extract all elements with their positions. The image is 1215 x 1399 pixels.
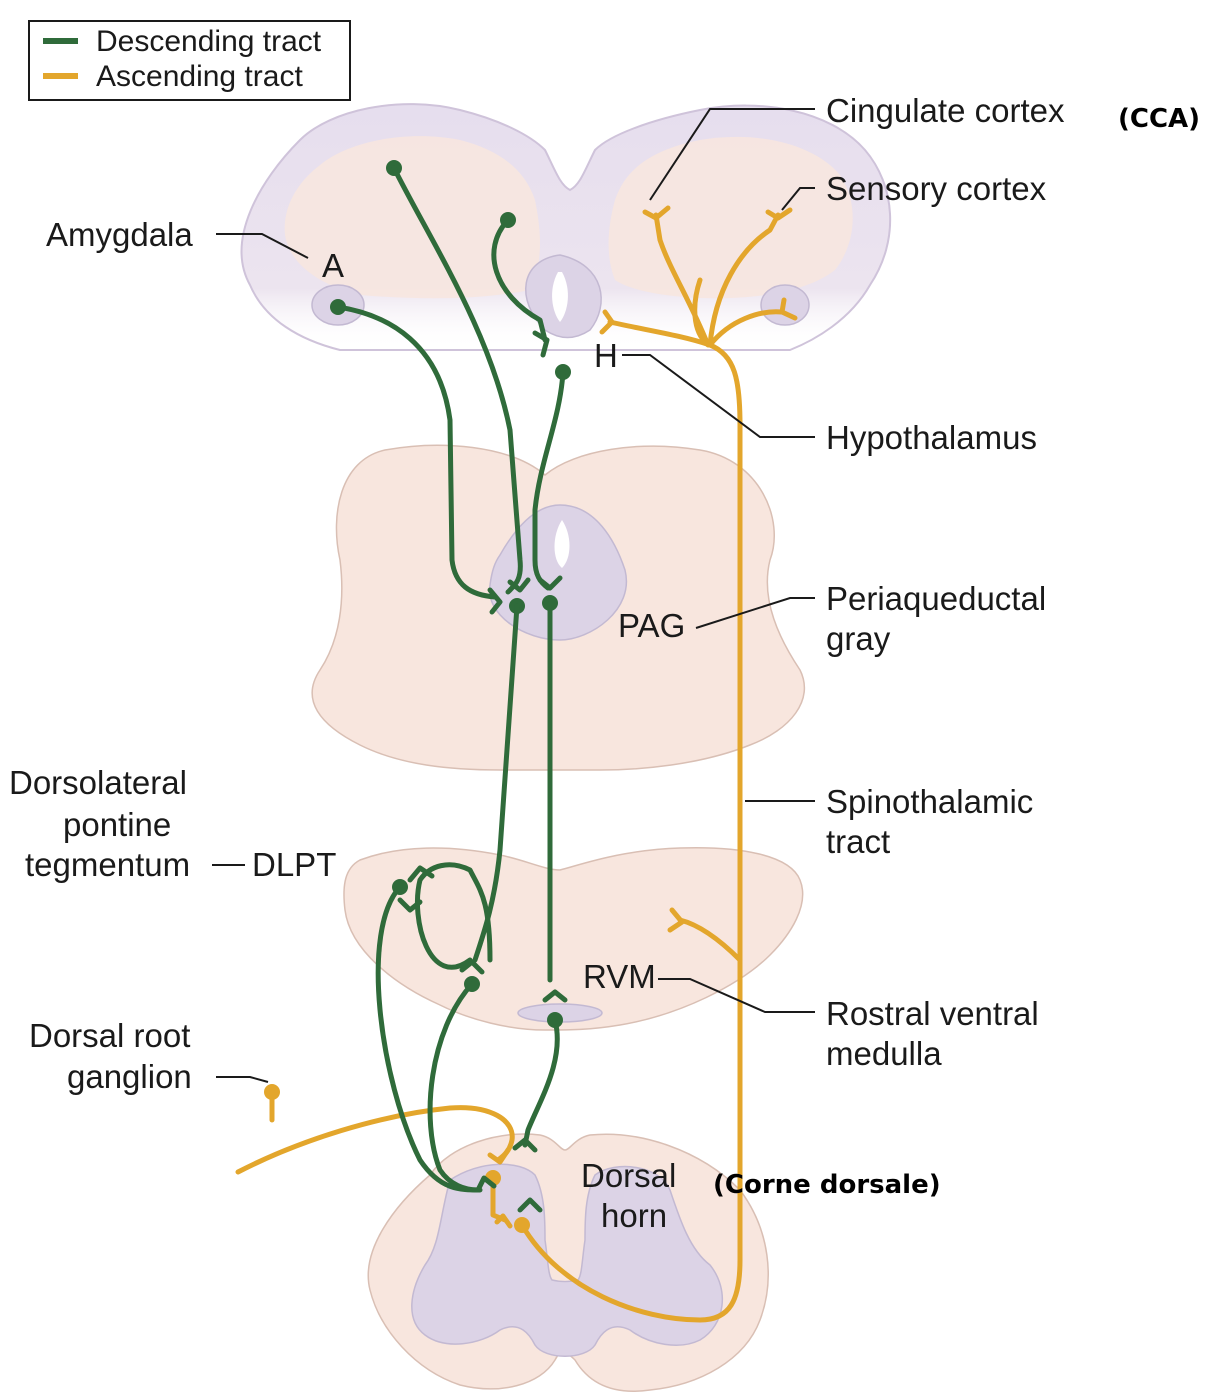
label-pag: PAG [618,607,685,644]
label-cca: (CCA) [1118,104,1200,134]
label-cingulate-cortex: Cingulate cortex [826,92,1065,129]
spinal-neuron-body [514,1217,530,1233]
legend-descending-label: Descending tract [96,25,322,58]
label-sensory-cortex: Sensory cortex [826,170,1047,207]
label-hypothalamus: Hypothalamus [826,419,1037,456]
label-rostral-ventral: Rostral ventral [826,995,1039,1032]
label-drg-line1: Dorsal root [29,1017,190,1054]
label-dorsal-horn-line2: horn [601,1197,667,1234]
label-drg-line2: ganglion [67,1058,192,1095]
legend-ascending-label: Ascending tract [96,60,303,93]
label-a: A [322,247,344,284]
label-dorsal-horn-line1: Dorsal [581,1157,676,1194]
label-periaqueductal-gray: gray [826,620,891,657]
legend: Descending tract Ascending tract [29,21,350,100]
label-h: H [594,337,618,374]
label-spinothalamic-tract: tract [826,823,890,860]
label-dlpt-line2: pontine [63,806,171,843]
label-amygdala: Amygdala [46,216,193,253]
label-corne-dorsale: (Corne dorsale) [713,1170,941,1200]
label-periaqueductal: Periaqueductal [826,580,1046,617]
label-dlpt-line3: tegmentum [25,846,190,883]
label-spinothalamic: Spinothalamic [826,783,1033,820]
label-dlpt: DLPT [252,846,336,883]
midbrain-section [312,445,804,770]
label-rostral-medulla: medulla [826,1035,942,1072]
label-rvm: RVM [583,958,656,995]
dorsal-root-ganglion-cell [264,1084,280,1100]
label-dlpt-line1: Dorsolateral [9,764,187,801]
